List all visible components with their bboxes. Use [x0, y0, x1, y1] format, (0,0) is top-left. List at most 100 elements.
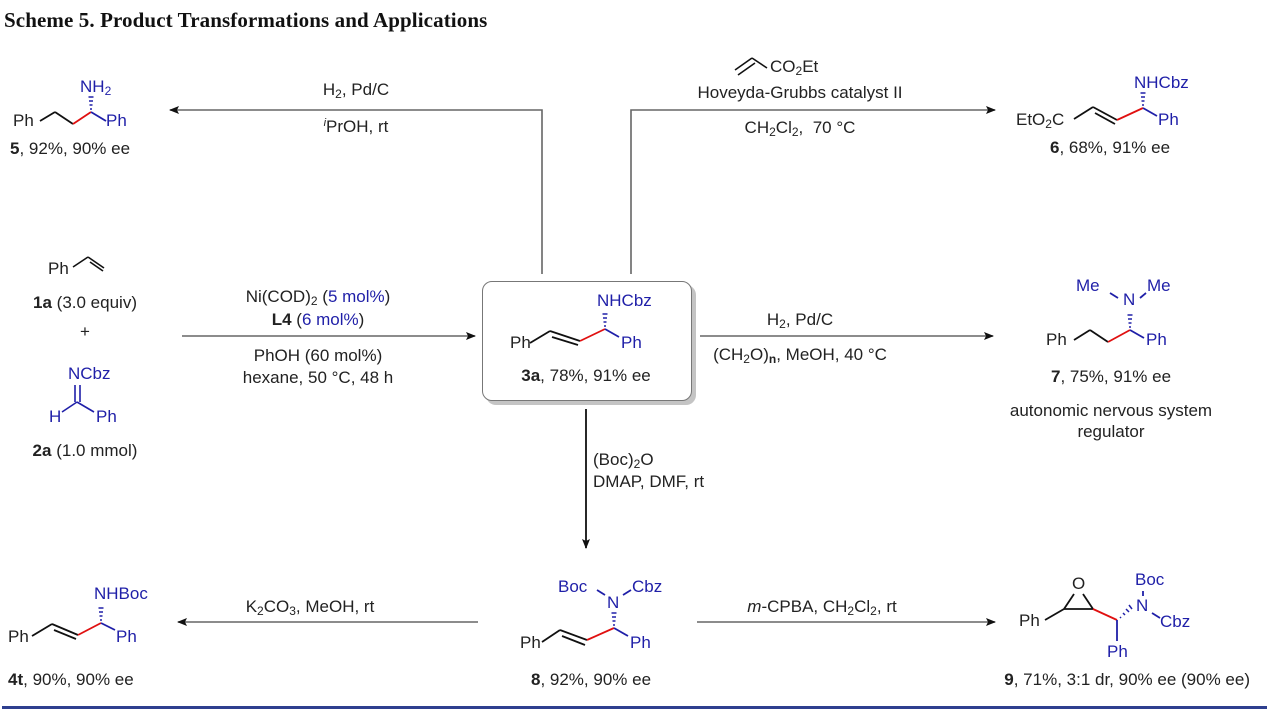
- cond-text: O): [749, 345, 769, 364]
- cond-sub: 3: [289, 604, 296, 618]
- compound-id: 8: [530, 670, 541, 689]
- structure-5-ph-left: Ph: [13, 111, 34, 130]
- cond-text: , rt: [876, 597, 897, 616]
- structure-7-bonds: [1073, 292, 1147, 343]
- product-3a-box: [482, 281, 692, 401]
- structure-9-n: N: [1136, 596, 1149, 615]
- structure-6-bonds: [1073, 92, 1158, 125]
- cond-sub: 2: [769, 125, 776, 139]
- compound-7-note-line1: autonomic nervous system: [1009, 401, 1213, 420]
- cond-text: ): [384, 287, 391, 306]
- conditions-to-6-line2: CH2Cl2, 70 °C: [745, 118, 856, 138]
- cond-text: -CPBA, CH: [761, 597, 848, 616]
- structure-8-ph-right: Ph: [630, 633, 651, 652]
- scheme-title: Scheme 5. Product Transformations and Ap…: [4, 8, 488, 32]
- conditions-to-9: m-CPBA, CH2Cl2, rt: [747, 597, 896, 617]
- cond-text: (Boc): [593, 450, 634, 469]
- structure-9-cbz: Cbz: [1160, 612, 1191, 631]
- structure-2a-bonds: [61, 385, 95, 413]
- compound-result: , 71%, 3:1 dr, 90% ee (90% ee): [1013, 670, 1250, 689]
- compound-7-note-line2: regulator: [1077, 422, 1145, 441]
- compound-result: , 90%, 90% ee: [23, 670, 134, 689]
- conditions-to-5-line1: H2, Pd/C: [323, 80, 389, 100]
- structure-8-boc: Boc: [558, 577, 588, 596]
- structure-7-me-left: Me: [1076, 276, 1100, 295]
- structure-7-ph-left: Ph: [1046, 330, 1067, 349]
- conditions-to-8-line1: (Boc)2O: [593, 450, 654, 470]
- structure-1a-ph: Ph: [48, 259, 69, 278]
- cond-text: K: [245, 597, 258, 616]
- structure-2a-ncbz: NCbz: [68, 364, 111, 383]
- cond-loading: 5 mol%: [327, 287, 385, 306]
- structure-3a-ph-left: Ph: [510, 333, 531, 352]
- compound-id: 6: [1049, 138, 1060, 157]
- conditions-to-8-line2: DMAP, DMF, rt: [593, 472, 705, 491]
- compound-note: (1.0 mmol): [56, 441, 138, 460]
- cond-text: CO: [263, 597, 290, 616]
- structure-4t-bonds: [31, 607, 116, 640]
- compound-4t-label: 4t, 90%, 90% ee: [8, 670, 134, 690]
- compound-id: 2a: [32, 441, 52, 460]
- compound-6-label: 6, 68%, 91% ee: [1050, 138, 1170, 158]
- cond-italic: m: [747, 597, 762, 616]
- compound-9-label: 9, 71%, 3:1 dr, 90% ee (90% ee): [1004, 670, 1250, 690]
- cond-text: CH: [744, 118, 770, 137]
- structure-9-ph-bottom: Ph: [1107, 642, 1128, 661]
- compound-id: 3a: [521, 366, 541, 385]
- conditions-to-7-line2: (CH2O)n, MeOH, 40 °C: [713, 345, 887, 365]
- cond-text: Cl: [775, 118, 792, 137]
- structure-6-ester: EtO2C: [1016, 110, 1064, 130]
- cond-text: ): [358, 310, 365, 329]
- structure-7-n: N: [1123, 290, 1136, 309]
- cond-text: , 70 °C: [798, 118, 856, 137]
- cond-text: (: [291, 310, 302, 329]
- cond-text: (CH: [713, 345, 744, 364]
- cond-sub: n: [768, 352, 777, 366]
- main-conditions-line4: hexane, 50 °C, 48 h: [242, 368, 394, 387]
- cond-sub: 2: [633, 457, 641, 471]
- compound-3a-label: 3a, 78%, 91% ee: [521, 366, 651, 386]
- structure-9-bonds: [1044, 591, 1161, 641]
- structure-8-n: N: [607, 593, 620, 612]
- cond-text: , Pd/C: [785, 310, 834, 329]
- compound-id: 7: [1050, 367, 1061, 386]
- compound-id: 9: [1004, 670, 1014, 689]
- structure-6-ph-right: Ph: [1158, 110, 1179, 129]
- cond-text: H: [766, 310, 780, 329]
- main-conditions-line2: L4 (6 mol%): [272, 310, 365, 330]
- cond-sub: 2: [257, 604, 264, 618]
- cond-text: Cl: [854, 597, 871, 616]
- structure-9-ph-left: Ph: [1019, 611, 1040, 630]
- cond-sub: 2: [743, 352, 750, 366]
- cond-text: H: [322, 80, 336, 99]
- conditions-to-6-line1: Hoveyda-Grubbs catalyst II: [697, 83, 903, 102]
- plus-sign: +: [80, 322, 90, 341]
- cond-sub: 2: [310, 294, 318, 308]
- structure-5-nh2: NH2: [80, 77, 111, 97]
- compound-result: , 75%, 91% ee: [1060, 367, 1172, 386]
- nh2-text: NH: [80, 77, 105, 96]
- structure-7-ph-right: Ph: [1146, 330, 1167, 349]
- cond-sub: 2: [779, 317, 786, 331]
- cond-text: , MeOH, 40 °C: [776, 345, 887, 364]
- structure-3a-ph-right: Ph: [621, 333, 642, 352]
- structure-4t-nhboc: NHBoc: [94, 584, 148, 603]
- compound-8-label: 8, 92%, 90% ee: [531, 670, 651, 690]
- cond-text: , MeOH, rt: [295, 597, 375, 616]
- ester-text: C: [1051, 110, 1065, 129]
- compound-result: , 92%, 90% ee: [19, 139, 131, 158]
- cond-sub: 2: [795, 64, 803, 78]
- cond-sub: 2: [335, 87, 342, 101]
- structure-9-boc: Boc: [1135, 570, 1165, 589]
- cond-text: O: [640, 450, 654, 469]
- ligand-id: L4: [271, 310, 292, 329]
- acrylate-structure: [734, 57, 768, 76]
- cond-text: Et: [802, 57, 819, 76]
- conditions-to-7-line1: H2, Pd/C: [767, 310, 833, 330]
- structure-1a-bonds: [72, 256, 105, 272]
- compound-1a-label: 1a (3.0 equiv): [33, 293, 137, 313]
- cond-text: (: [317, 287, 328, 306]
- bottom-rule: [2, 706, 1267, 709]
- cond-text: , Pd/C: [341, 80, 390, 99]
